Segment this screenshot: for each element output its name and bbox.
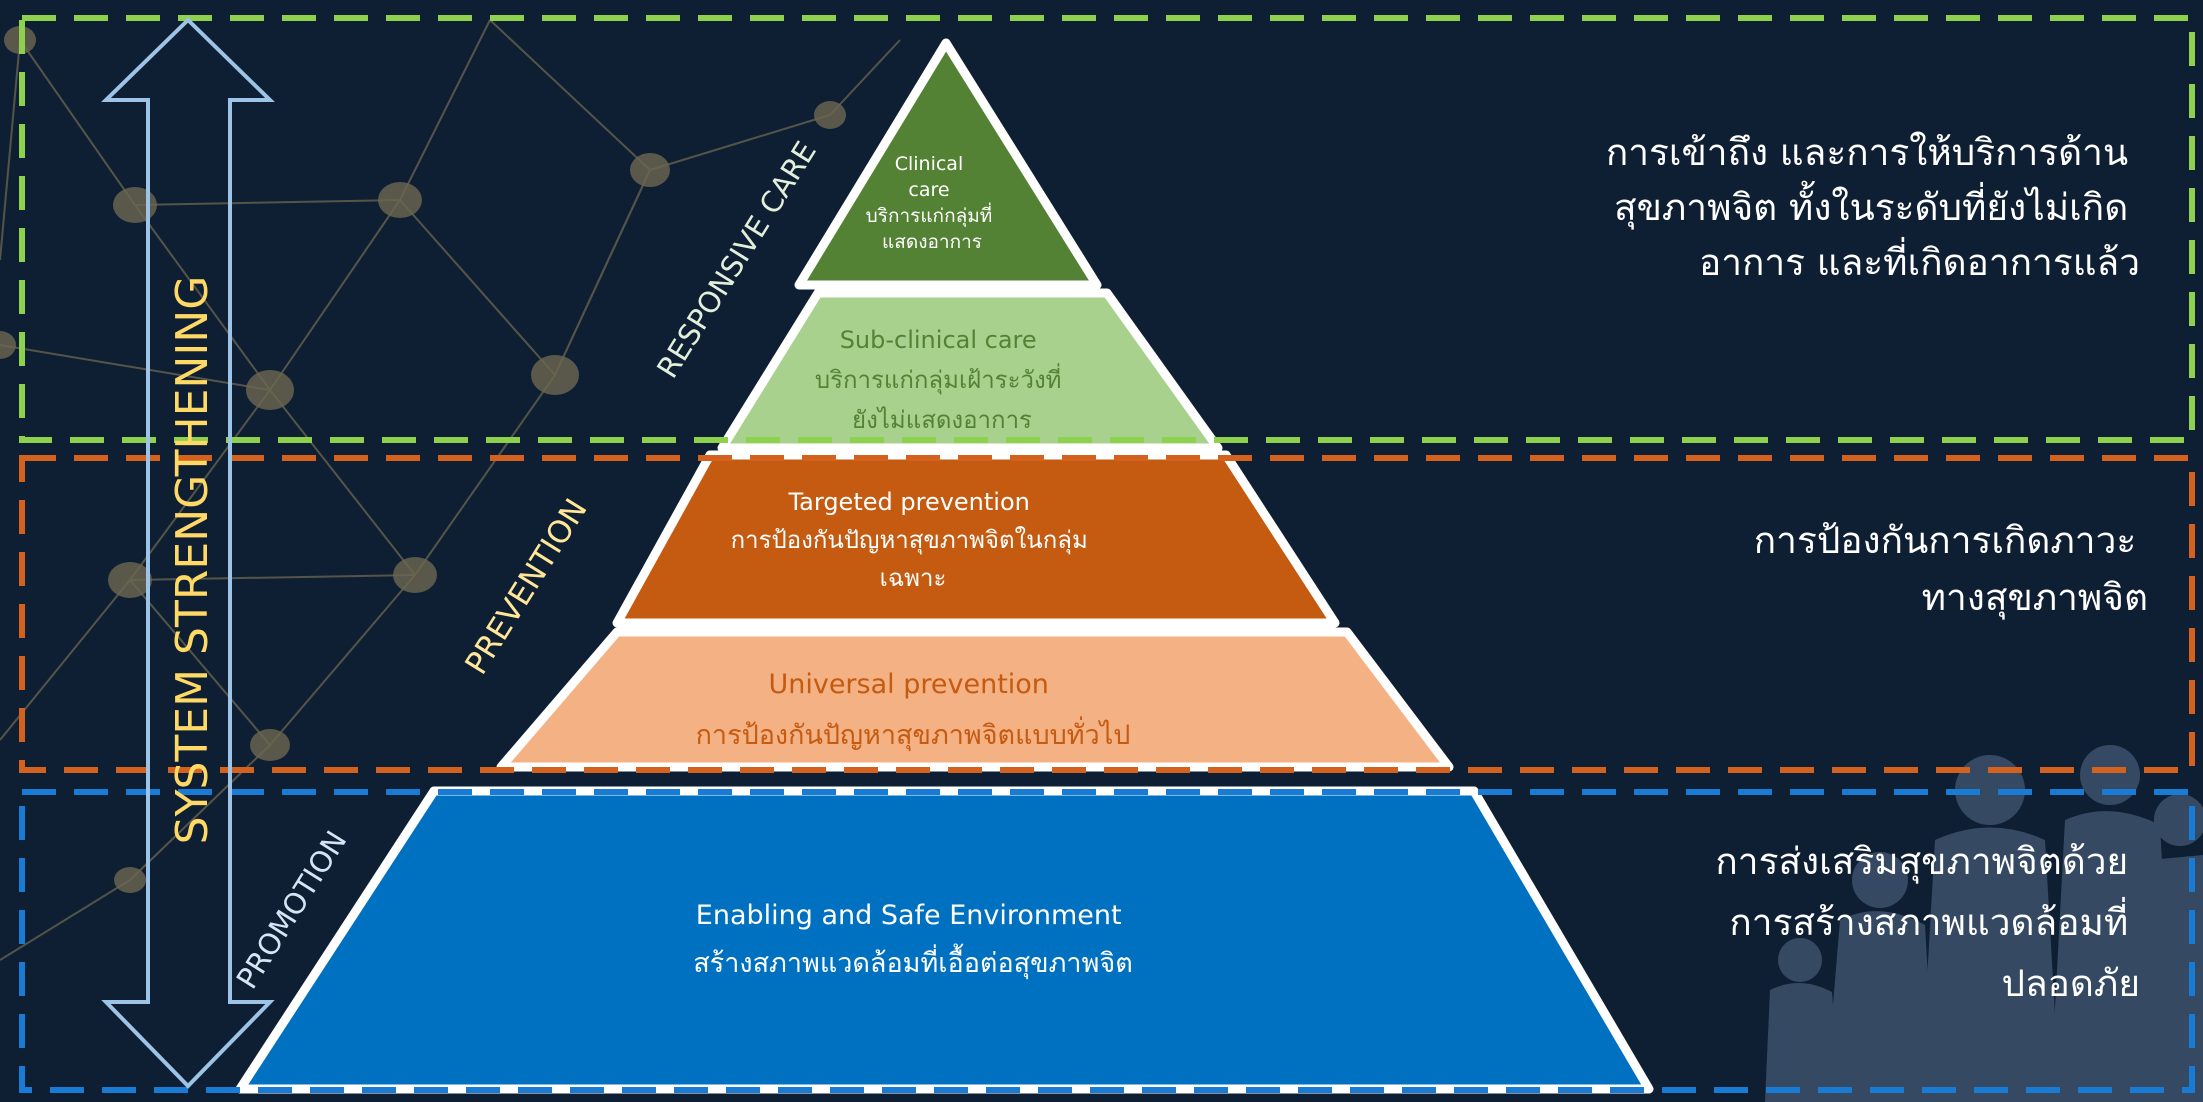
descriptions: การเข้าถึง และการให้บริการด้าน สุขภาพจิต… [1606, 131, 2148, 1005]
pyramid-layer-subclinical-care [717, 288, 1223, 453]
pyramid-layer-targeted-prevention [612, 450, 1340, 628]
promotion-description: การส่งเสริมสุขภาพจิตด้วย การสร้างสภาพแวด… [1715, 840, 2140, 1005]
care-region-box [19, 15, 2195, 443]
people-silhouette [1765, 745, 2203, 1102]
pyramid-layer-clinical-care [794, 38, 1102, 290]
universal-prevention-label: Universal prevention การป้องกันปัญหาสุขภ… [696, 669, 1131, 752]
pyramid-layer-promotion [235, 786, 1654, 1094]
prevention-description: การป้องกันการเกิดภาวะ ทางสุขภาพจิต [1754, 519, 2148, 620]
prevention-region-box [19, 455, 2195, 773]
clinical-care-label: Clinical care บริการแก่กลุ่มที่ แสดงอากา… [866, 153, 999, 253]
subclinical-care-label: Sub-clinical care บริการแก่กลุ่มเฝ้าระวั… [815, 326, 1069, 434]
network-nodes [0, 26, 846, 893]
care-description: การเข้าถึง และการให้บริการด้าน สุขภาพจิต… [1606, 131, 2140, 284]
pyramid [235, 38, 1654, 1094]
promotion-region-box [19, 789, 2195, 1093]
targeted-prevention-label: Targeted prevention การป้องกันปัญหาสุขภา… [731, 488, 1096, 592]
system-strengthening-label: SYSTEM STRENGTHENING [167, 276, 218, 845]
enabling-environment-label: Enabling and Safe Environment สร้างสภาพแ… [693, 900, 1132, 980]
double-headed-vertical-arrow-icon [101, 17, 275, 1089]
pyramid-text: Clinical care บริการแก่กลุ่มที่ แสดงอากา… [693, 153, 1132, 980]
